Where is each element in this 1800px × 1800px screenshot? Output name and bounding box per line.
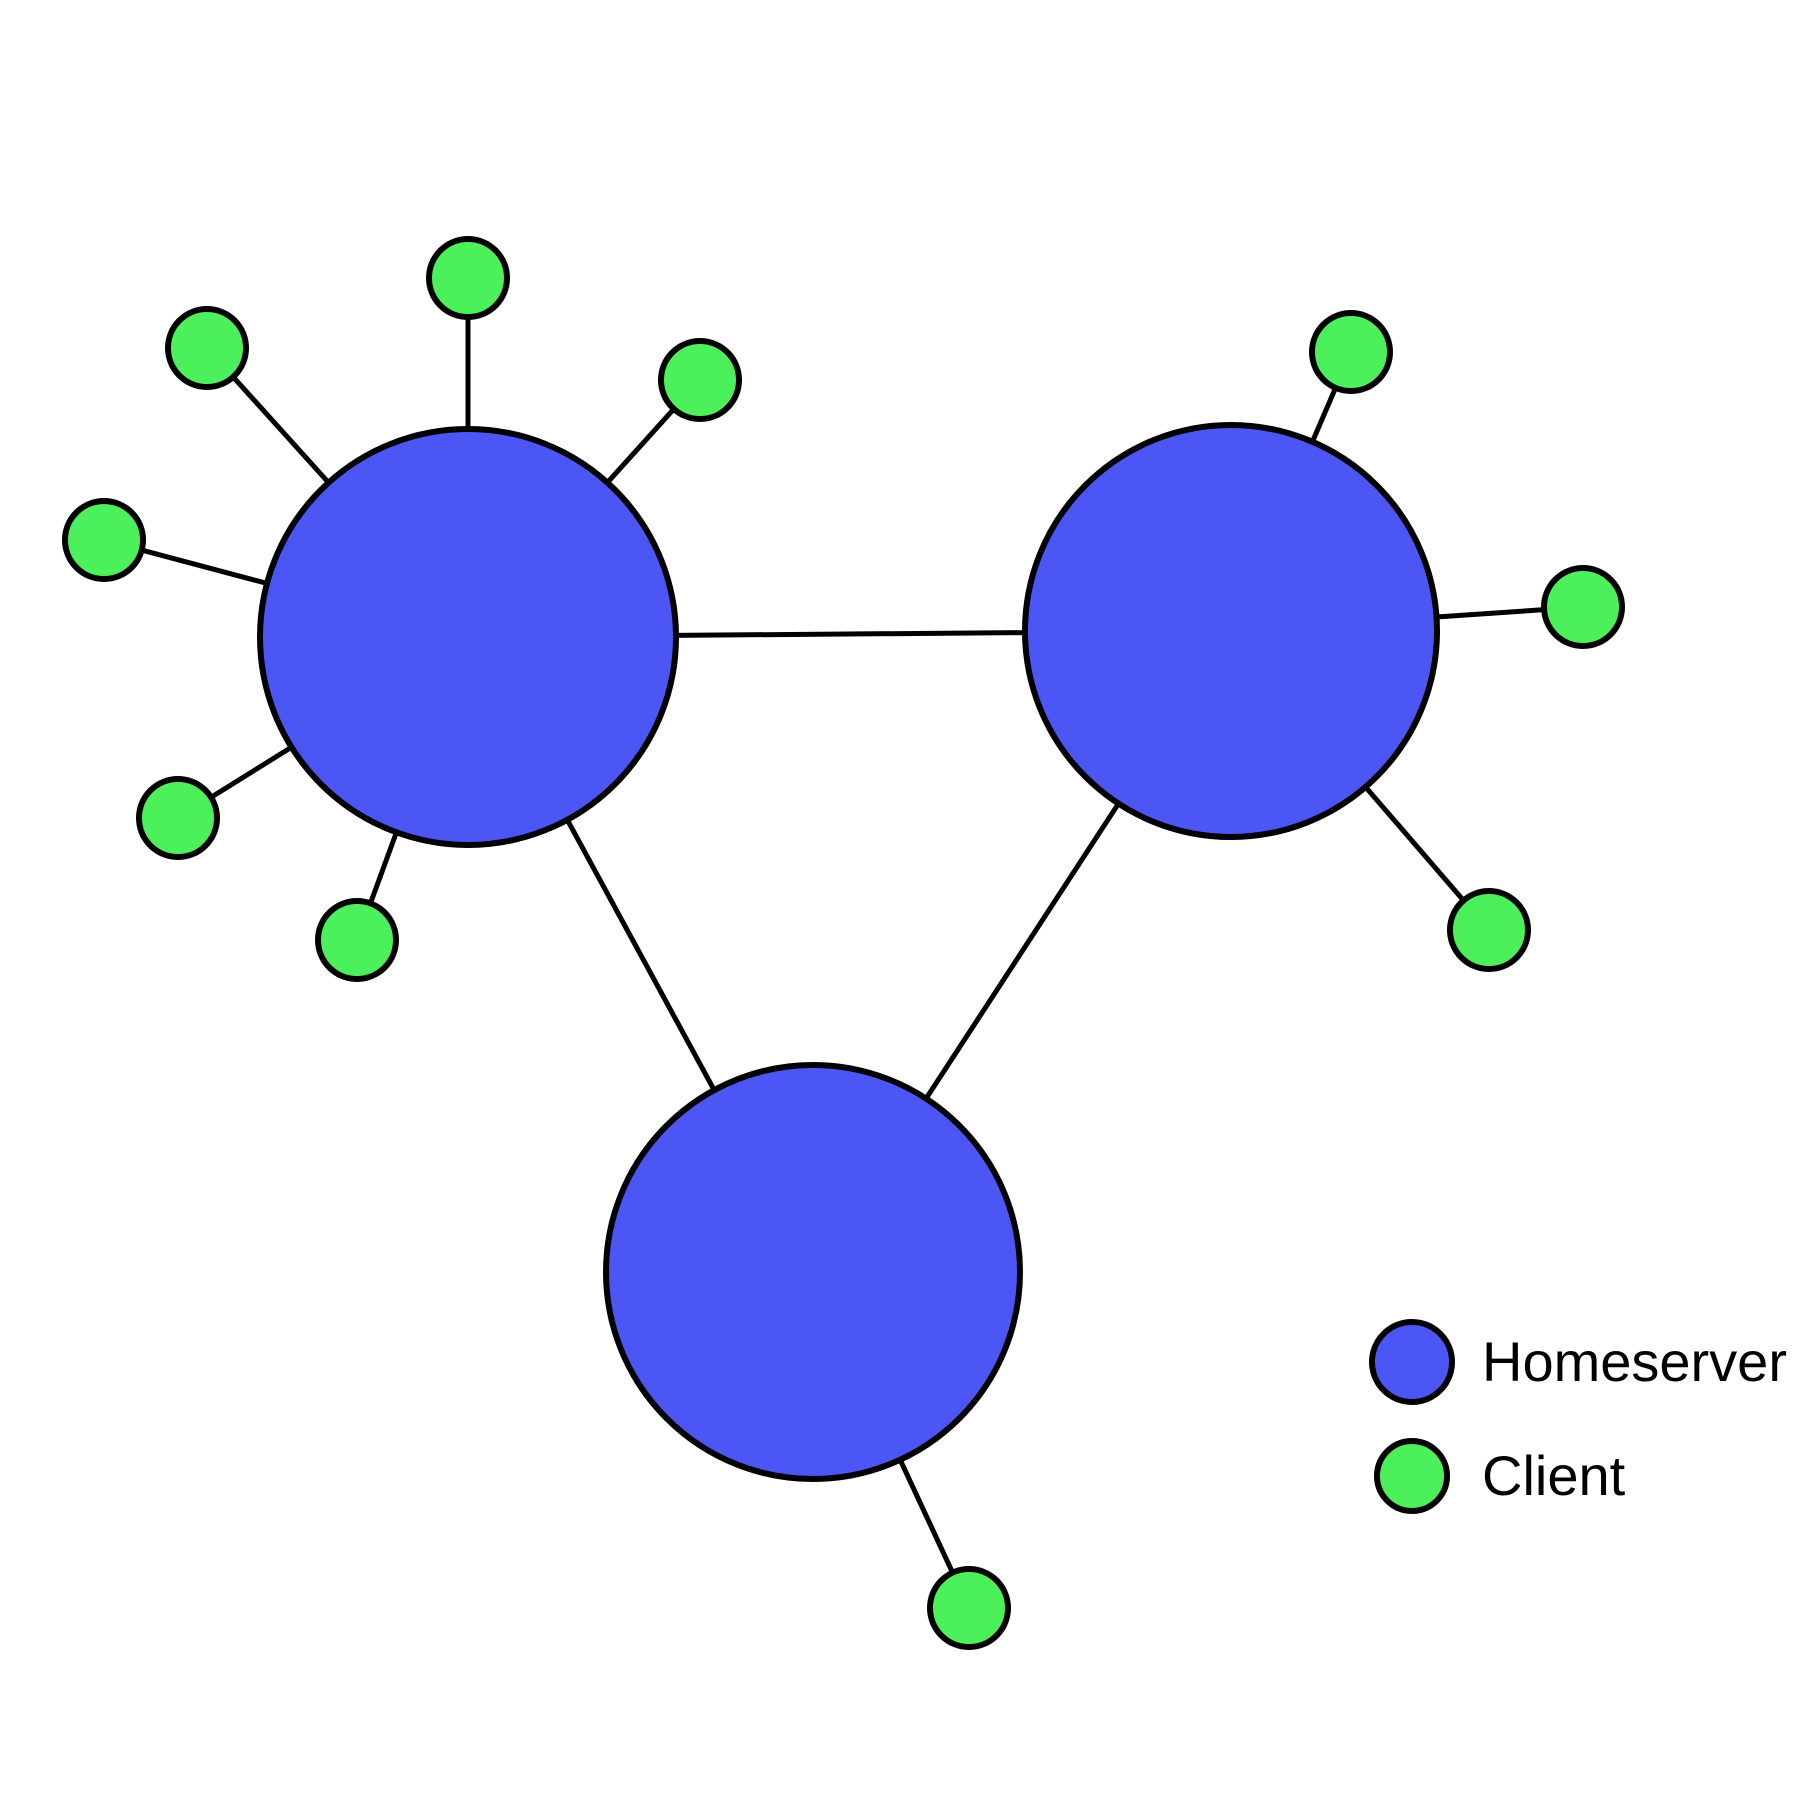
edge-hs-left-to-hs-bottom	[564, 816, 718, 1094]
edge-hs-left-to-c-l3	[604, 405, 678, 486]
edge-hs-bottom-to-c-b1	[897, 1456, 956, 1576]
legend-swatch-client-icon	[1374, 1438, 1450, 1514]
edge-hs-right-to-c-r2	[1434, 607, 1547, 620]
legend-label-client: Client	[1482, 1444, 1626, 1507]
client-node-c-r2[interactable]: Client	[1541, 565, 1625, 649]
client-node-c-l3[interactable]: Client	[658, 338, 742, 422]
edge-hs-left-to-c-l4	[139, 547, 270, 587]
edge-hs-right-to-c-r3	[1362, 783, 1467, 904]
client-node-c-l2[interactable]: Client	[165, 306, 249, 390]
edge-hs-left-to-c-l5	[208, 743, 295, 801]
client-node-c-b1[interactable]: Client	[927, 1566, 1011, 1650]
legend-label-homeserver: Homeserver	[1482, 1330, 1787, 1393]
client-node-c-l1[interactable]: Client	[426, 236, 510, 320]
homeserver-node-hs-right[interactable]: Homeserver	[1022, 422, 1440, 840]
client-node-c-l4[interactable]: Client	[62, 498, 146, 582]
legend-swatch-homeserver-icon	[1369, 1319, 1455, 1405]
client-node-c-l6[interactable]: Client	[315, 898, 399, 982]
legend-item-client: Client	[1374, 1438, 1626, 1514]
client-node-c-r1[interactable]: Client	[1309, 310, 1393, 394]
legend-item-homeserver: Homeserver	[1369, 1319, 1787, 1405]
edge-hs-right-to-hs-bottom	[922, 800, 1122, 1102]
edge-hs-left-to-hs-right	[673, 630, 1028, 638]
edges-layer	[139, 315, 1547, 1576]
homeserver-node-hs-left[interactable]: Homeserver	[257, 426, 679, 848]
client-node-c-r3[interactable]: Client	[1447, 888, 1531, 972]
edge-hs-left-to-c-l2	[229, 373, 332, 486]
homeserver-node-hs-bottom[interactable]: Homeserver	[603, 1062, 1023, 1482]
client-node-c-l5[interactable]: Client	[136, 776, 220, 860]
edge-hs-right-to-c-r1	[1309, 385, 1339, 445]
nodes-layer: HomeserverHomeserverHomeserverClientClie…	[62, 236, 1625, 1650]
edge-hs-left-to-c-l6	[367, 829, 400, 907]
